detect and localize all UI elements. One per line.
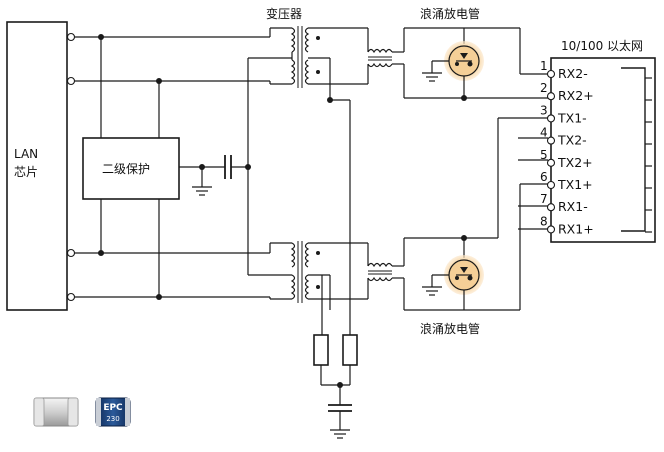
rj45-body bbox=[550, 57, 656, 243]
chip-terminal bbox=[66, 76, 76, 86]
surge-tube-top-label: 浪涌放电管 bbox=[420, 6, 480, 21]
rj45-pin-signal: RX2- bbox=[558, 66, 588, 81]
rj45-pin-number: 3 bbox=[540, 103, 548, 117]
rj45-pin-terminal bbox=[546, 180, 556, 190]
rj45-pin-number: 4 bbox=[540, 126, 548, 140]
rj45-pin-signal: RX1+ bbox=[558, 221, 594, 236]
rj45-pin-terminal bbox=[546, 69, 556, 79]
rj45-pin-terminal bbox=[546, 158, 556, 167]
lan-chip: LAN 芯片 bbox=[6, 21, 68, 311]
lan-chip-label-line2: 芯片 bbox=[14, 165, 38, 179]
top-transformer bbox=[248, 26, 368, 103]
rj45-pin-signal: TX1- bbox=[557, 110, 587, 125]
chip-signal-lines bbox=[66, 32, 270, 302]
rj45-contact-ticks bbox=[645, 77, 652, 233]
transformer-label: 变压器 bbox=[266, 6, 302, 21]
epcos-code-text: 230 bbox=[106, 415, 119, 423]
lan-chip-label-line1: LAN bbox=[14, 147, 38, 161]
rj45-pin-signal: TX2+ bbox=[557, 155, 593, 170]
top-surge-tube bbox=[404, 27, 548, 101]
rj45-pin-number: 1 bbox=[540, 59, 548, 73]
surge-tube-bottom-label: 浪涌放电管 bbox=[420, 321, 480, 336]
rj45-pin-signal: TX1+ bbox=[557, 177, 593, 192]
rj45-pin-terminal bbox=[546, 203, 556, 212]
bob-smith-termination bbox=[313, 99, 358, 439]
lan-chip-body bbox=[6, 21, 68, 311]
rj45-pin-number: 8 bbox=[540, 214, 548, 228]
termination-resistor-2 bbox=[342, 334, 358, 366]
secondary-protection: 二级保护 bbox=[82, 34, 251, 300]
bottom-transformer bbox=[248, 241, 368, 303]
rj45-pin-terminal bbox=[546, 225, 556, 234]
ethernet-port-label: 10/100 以太网 bbox=[561, 38, 643, 53]
rj45-pin-terminal bbox=[546, 136, 556, 145]
secondary-protection-box bbox=[82, 137, 180, 200]
chip-terminal bbox=[66, 32, 76, 42]
rj45-pin-number: 7 bbox=[540, 192, 548, 206]
component-photos: EPC 230 bbox=[33, 397, 131, 427]
epcos-brand-text: EPC bbox=[103, 403, 123, 413]
rj45-pin-terminal bbox=[546, 92, 556, 101]
bottom-common-mode-choke bbox=[367, 238, 405, 310]
rj45-pin-signal: TX2- bbox=[557, 133, 587, 148]
rj45-pin-signal: RX1- bbox=[558, 199, 588, 214]
gdt-capsule-photo bbox=[33, 397, 79, 427]
termination-resistor-1 bbox=[313, 334, 329, 366]
rj45-pin-terminal bbox=[546, 114, 556, 123]
epcos-gdt-photo: EPC 230 bbox=[95, 397, 131, 427]
chip-terminal bbox=[66, 292, 76, 302]
top-common-mode-choke bbox=[367, 28, 405, 98]
chip-terminal bbox=[66, 248, 76, 258]
bottom-surge-tube bbox=[404, 117, 548, 311]
rj45-pin-number: 2 bbox=[540, 81, 548, 95]
unused-pair-stubs bbox=[518, 137, 548, 230]
rj45-pin-number: 5 bbox=[540, 148, 548, 162]
secondary-protection-label: 二级保护 bbox=[102, 162, 150, 176]
rj45-pin-signal: RX2+ bbox=[558, 88, 594, 103]
rj45-pin-number: 6 bbox=[540, 170, 548, 184]
